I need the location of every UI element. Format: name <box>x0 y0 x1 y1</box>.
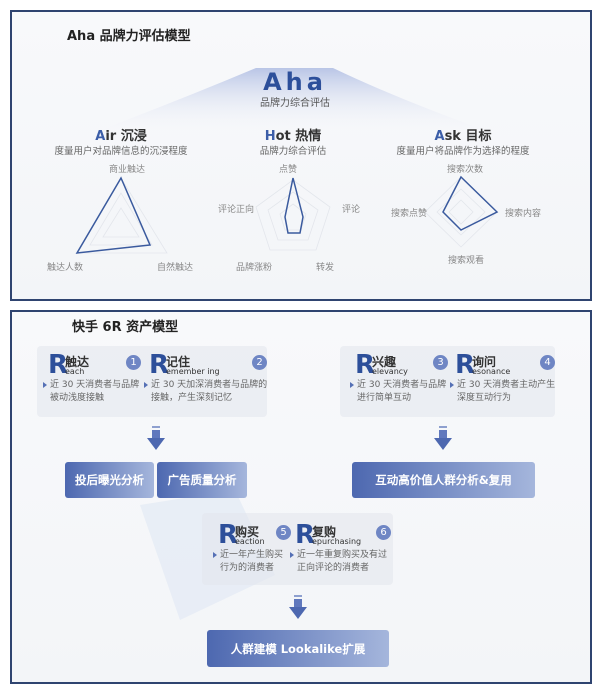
down-arrow-icon <box>147 426 165 450</box>
radar-label: 搜索观看 <box>447 256 485 266</box>
r-letter: R <box>149 350 170 380</box>
card-subtitle: esonance <box>472 367 511 376</box>
radar-label: 评论正向 <box>217 205 255 215</box>
card-subtitle: emember ing <box>166 367 220 376</box>
r-letter: R <box>295 520 316 550</box>
hot-radar-data <box>284 177 304 234</box>
radar-label: 转发 <box>315 263 335 273</box>
r-letter: R <box>455 350 476 380</box>
air-title: Air 沉浸 <box>95 129 147 144</box>
radar-label: 点赞 <box>278 165 298 175</box>
card-description: 近 30 天加深消费者与品牌的接触，产生深刻记忆 <box>143 380 268 403</box>
card-title: 购买 <box>235 525 260 539</box>
aha-model-panel <box>10 10 592 301</box>
lookalike-expansion-button[interactable]: 人群建模 Lookalike扩展 <box>207 630 389 667</box>
post-exposure-analysis-button[interactable]: 投后曝光分析 <box>65 462 154 498</box>
radar-label: 搜索内容 <box>504 209 542 219</box>
card-group-relevancy-resonance <box>340 346 555 417</box>
card-description: 近 30 天消费者与品牌被动浅度接触 <box>42 380 140 403</box>
radar-label: 商业触达 <box>108 165 146 175</box>
step-number-badge: 1 <box>126 355 141 370</box>
aha-title: Aha 品牌力评估模型 <box>67 29 191 44</box>
card-title: 兴趣 <box>372 355 397 369</box>
card-subtitle: epurchasing <box>312 537 362 546</box>
card-subtitle: each <box>65 367 85 376</box>
down-arrow-icon <box>434 426 452 450</box>
card-description: 近一年重复购买及有过正向评论的消费者 <box>289 550 388 573</box>
card-group-reach-remember <box>37 346 267 417</box>
step-number-badge: 5 <box>276 525 291 540</box>
card-subtitle: elevancy <box>372 367 408 376</box>
card-group-reaction-repurchasing <box>202 513 393 585</box>
card-subtitle: eaction <box>235 537 265 546</box>
ask-radar-data <box>442 175 499 231</box>
hot-desc: 品牌力综合评估 <box>259 146 327 157</box>
step-number-badge: 3 <box>433 355 448 370</box>
r-letter: R <box>48 350 69 380</box>
air-desc: 度量用户对品牌信息的沉浸程度 <box>54 146 188 157</box>
r-letter: R <box>355 350 376 380</box>
radar-charts <box>75 175 499 254</box>
card-description: 近一年产生购买行为的消费者 <box>212 550 284 573</box>
radar-label: 自然触达 <box>156 263 194 273</box>
step-number-badge: 6 <box>376 525 391 540</box>
radar-label: 评论 <box>341 205 361 215</box>
hot-title: Hot 热情 <box>264 129 322 144</box>
down-arrow-icon <box>289 595 307 619</box>
r-letter: R <box>218 520 239 550</box>
radar-label: 搜索次数 <box>446 165 484 175</box>
card-description: 近 30 天消费者主动产生深度互动行为 <box>449 380 556 403</box>
radar-label: 品牌涨粉 <box>235 263 273 273</box>
card-title: 记住 <box>166 355 191 369</box>
radar-label: 搜索点赞 <box>390 209 428 219</box>
air-radar-data <box>75 176 152 254</box>
aha-center-title: Aha <box>263 68 327 96</box>
card-title: 复购 <box>312 525 337 539</box>
6r-title: 快手 6R 资产模型 <box>72 320 179 335</box>
card-title: 询问 <box>472 355 497 369</box>
step-number-badge: 2 <box>252 355 267 370</box>
card-title: 触达 <box>65 355 90 369</box>
card-description: 近 30 天消费者与品牌进行简单互动 <box>349 380 447 403</box>
ad-quality-analysis-button[interactable]: 广告质量分析 <box>157 462 247 498</box>
high-value-crowd-analysis-button[interactable]: 互动高价值人群分析&复用 <box>352 462 535 498</box>
ask-desc: 度量用户将品牌作为选择的程度 <box>396 146 530 157</box>
aha-fan <box>95 68 490 132</box>
step-number-badge: 4 <box>540 355 555 370</box>
aha-center-subtitle: 品牌力综合评估 <box>260 98 330 109</box>
ask-title: Ask 目标 <box>434 129 492 144</box>
radar-label: 触达人数 <box>46 263 84 273</box>
